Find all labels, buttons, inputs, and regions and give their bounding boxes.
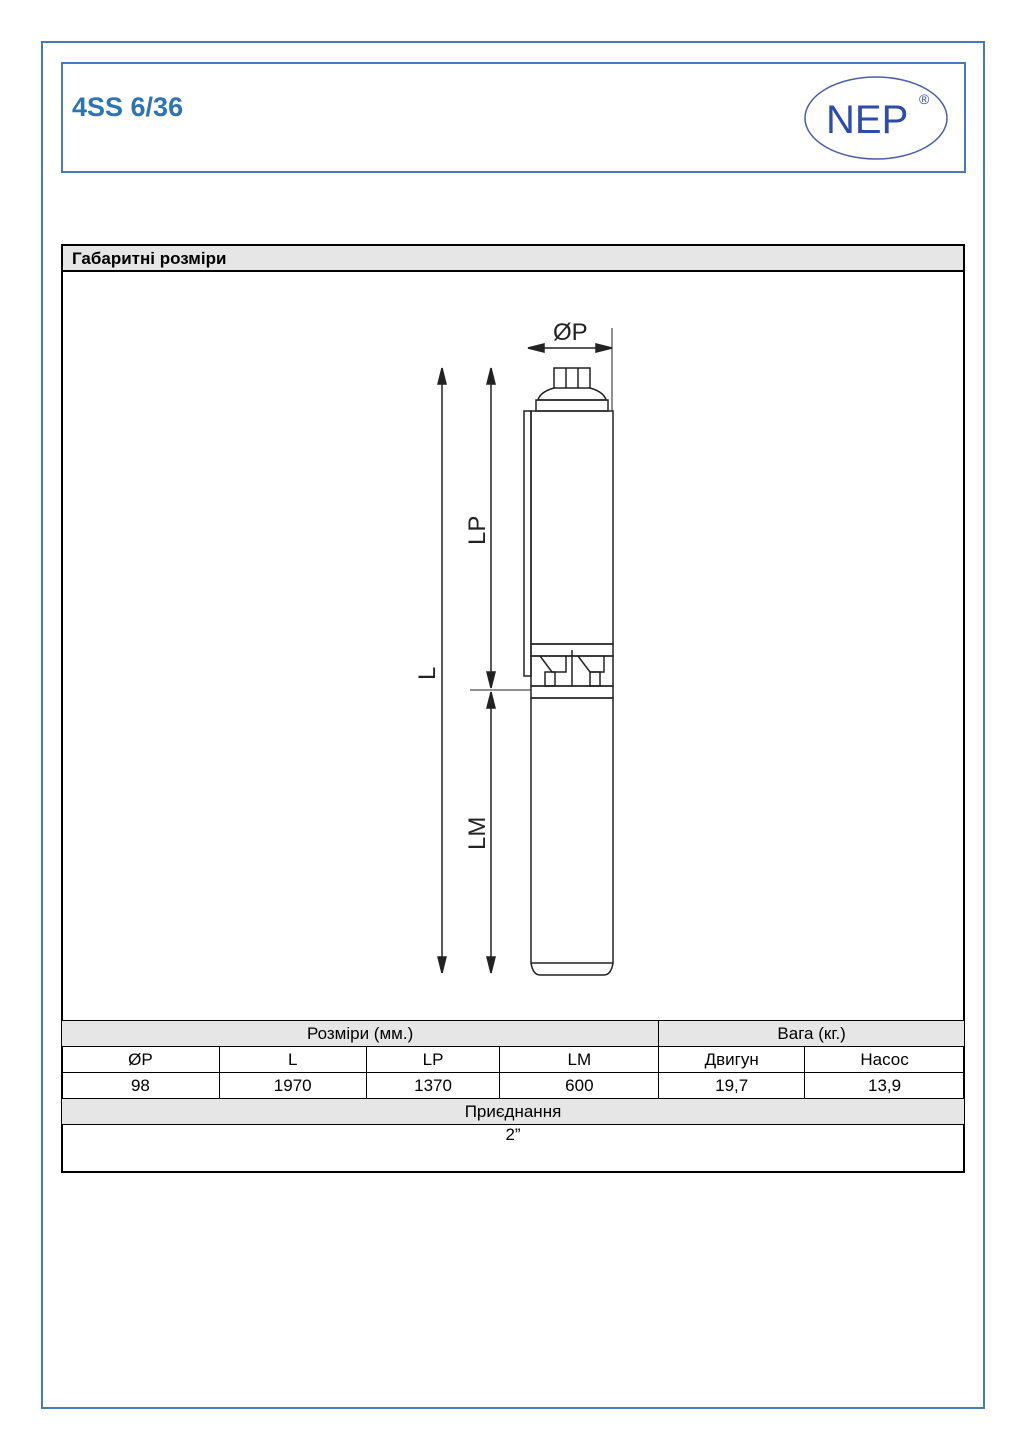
table-row: 98 1970 1370 600 19,7 13,9 bbox=[61, 1072, 965, 1099]
length-label: L bbox=[414, 667, 441, 680]
column-header: Насос bbox=[804, 1046, 965, 1073]
column-header: Двигун bbox=[658, 1046, 806, 1073]
svg-text:®: ® bbox=[919, 91, 930, 107]
svg-text:NEP: NEP bbox=[826, 98, 908, 142]
nep-logo: NEP ® bbox=[804, 76, 948, 160]
page-title: 4SS 6/36 bbox=[72, 92, 184, 122]
pump-length-label: LP bbox=[464, 516, 491, 545]
specs-table: Розміри (мм.) Вага (кг.) ØP L LP LM Двиг… bbox=[60, 1020, 965, 1172]
table-cell: 600 bbox=[499, 1072, 660, 1099]
page-frame bbox=[41, 41, 985, 1409]
table-header-row: ØP L LP LM Двигун Насос bbox=[61, 1046, 965, 1073]
column-header: LP bbox=[365, 1046, 501, 1073]
diameter-label: ØP bbox=[553, 319, 588, 346]
table-cell: 13,9 bbox=[804, 1072, 965, 1099]
motor-length-label: LM bbox=[464, 817, 491, 850]
table-cell: 1370 bbox=[365, 1072, 501, 1099]
table-cell: 19,7 bbox=[658, 1072, 806, 1099]
table-cell: 1970 bbox=[218, 1072, 367, 1099]
column-header: L bbox=[218, 1046, 367, 1073]
connection-header: Приєднання bbox=[61, 1098, 965, 1125]
weight-group-header: Вага (кг.) bbox=[658, 1020, 965, 1047]
header-box bbox=[61, 62, 966, 173]
connection-value: 2” bbox=[61, 1124, 965, 1172]
column-header: ØP bbox=[61, 1046, 220, 1073]
column-header: LM bbox=[499, 1046, 660, 1073]
pump-drawing: ØP L LP LM bbox=[414, 319, 614, 976]
section-title: Габаритні розміри bbox=[61, 244, 965, 272]
dimensions-group-header: Розміри (мм.) bbox=[60, 1020, 660, 1047]
table-cell: 98 bbox=[61, 1072, 220, 1099]
